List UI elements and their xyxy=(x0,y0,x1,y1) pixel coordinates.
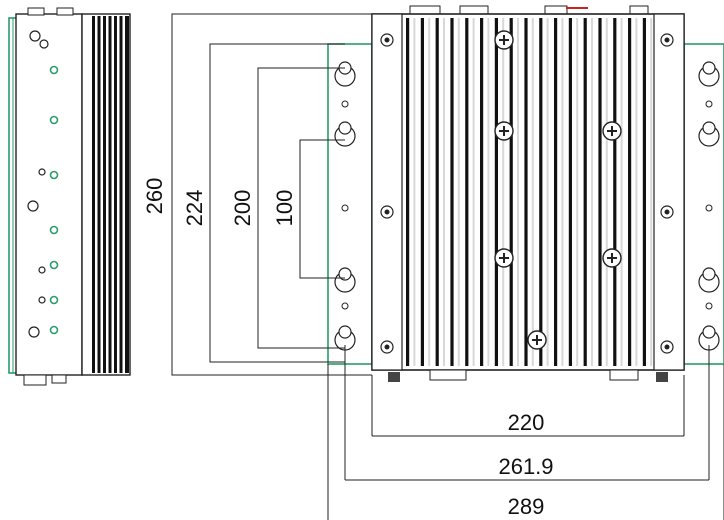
dim-100-label: 100 xyxy=(272,190,297,227)
keyhole-top xyxy=(702,325,716,339)
bracket-hole xyxy=(705,302,713,310)
heatsink-fin xyxy=(568,18,572,366)
dimension-lines xyxy=(171,13,724,520)
rail-screw-center xyxy=(384,37,390,43)
side-chassis xyxy=(15,13,83,376)
side-green-hole xyxy=(49,65,59,75)
dim-289-label: 289 xyxy=(508,494,545,519)
side-fin xyxy=(103,16,106,373)
heatsink-fin xyxy=(472,18,475,366)
heatsink-fin xyxy=(546,18,549,366)
keyhole-top xyxy=(702,61,716,75)
bracket-hole xyxy=(705,204,713,212)
side-fin xyxy=(126,16,129,373)
heatsink-fin xyxy=(502,18,505,366)
dim-261-9-label: 261.9 xyxy=(498,454,553,479)
heatsink-fin xyxy=(524,18,528,366)
heatsink-fin xyxy=(413,18,416,366)
heatsink-fin xyxy=(457,18,460,366)
heatsink-fin xyxy=(583,18,587,366)
bracket-hole xyxy=(341,204,349,212)
bracket-hole xyxy=(341,100,349,108)
rail-screw-center xyxy=(664,344,670,350)
side-hole xyxy=(28,326,40,338)
side-hole xyxy=(38,168,46,176)
heatsink-fin xyxy=(494,18,498,366)
heatsink-fin xyxy=(443,18,445,366)
side-fin xyxy=(114,16,117,373)
side-fin xyxy=(92,16,95,373)
heatsink-fin xyxy=(620,18,623,366)
bracket-left xyxy=(327,43,373,365)
heatsink-fin xyxy=(435,18,439,366)
heatsink-fin xyxy=(554,18,558,366)
heatsink-fins xyxy=(406,18,653,366)
keyhole-top xyxy=(338,121,352,135)
heatsink-fin xyxy=(487,18,490,366)
rail-screws xyxy=(380,33,674,354)
rail-screw-center xyxy=(384,209,390,215)
rail-screw-center xyxy=(664,37,670,43)
heatsink-fin xyxy=(598,18,602,366)
heatsink-fin xyxy=(642,18,646,366)
heatsink-fin xyxy=(591,18,593,366)
dim-200-label: 200 xyxy=(230,190,255,227)
heatsink-fin xyxy=(635,18,638,366)
front-view xyxy=(327,5,724,382)
bracket-hole xyxy=(341,302,349,310)
dim-220-label: 220 xyxy=(508,410,545,435)
side-green-hole xyxy=(49,260,59,270)
side-hole xyxy=(38,296,46,304)
side-green-hole xyxy=(49,225,59,235)
dim-260-label: 260 xyxy=(142,178,167,215)
heatsink-fin xyxy=(465,18,469,366)
side-hole xyxy=(27,200,39,212)
heatsink-fin xyxy=(531,18,534,366)
heatsink-fin xyxy=(428,18,431,366)
heatsink-fin xyxy=(420,18,424,366)
heatsink-screws xyxy=(494,30,622,350)
heatsink-fin xyxy=(450,18,454,366)
heatsink-fin xyxy=(539,18,543,366)
rail-screw-center xyxy=(384,344,390,350)
bracket-right xyxy=(683,43,724,365)
heatsink-fin xyxy=(480,18,484,366)
keyhole-top xyxy=(338,267,352,281)
heatsink-fin xyxy=(628,18,632,366)
heatsink-fin xyxy=(613,18,617,366)
side-fin xyxy=(97,16,101,373)
side-fin xyxy=(108,16,112,373)
heatsink-fin xyxy=(517,18,519,366)
side-holes xyxy=(27,30,59,338)
heatsink-fin xyxy=(605,18,608,366)
keyhole-top xyxy=(702,267,716,281)
side-fin xyxy=(119,16,123,373)
keyhole-top xyxy=(702,121,716,135)
side-fins xyxy=(92,16,129,373)
heatsink-fin xyxy=(650,18,653,366)
side-green-hole xyxy=(49,325,59,335)
heatsink-fin xyxy=(576,18,579,366)
rail-screw-center xyxy=(664,209,670,215)
heatsink-fin xyxy=(406,18,410,366)
keyhole-top xyxy=(338,325,352,339)
side-hole xyxy=(39,39,49,49)
dim-224-label: 224 xyxy=(182,190,207,227)
keyhole-slots xyxy=(334,61,720,351)
heatsink-fin xyxy=(561,18,564,366)
side-green-hole xyxy=(49,115,59,125)
side-green-hole xyxy=(49,170,59,180)
bracket-hole xyxy=(705,100,713,108)
side-hole xyxy=(29,30,41,42)
heatsink-fin xyxy=(509,18,513,366)
side-green-hole xyxy=(49,295,59,305)
side-view xyxy=(8,7,131,386)
side-hole xyxy=(38,266,46,274)
